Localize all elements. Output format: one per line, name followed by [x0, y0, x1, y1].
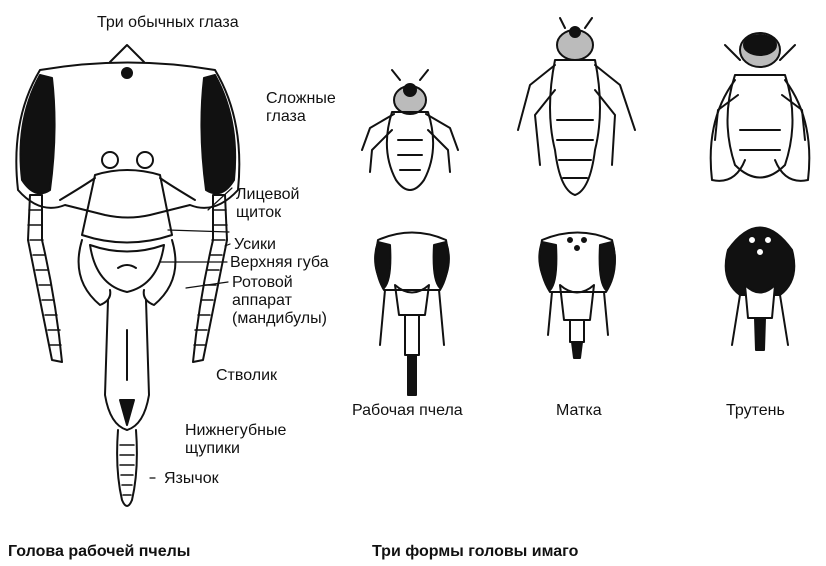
- drone-body-illustration: [711, 33, 810, 181]
- caption-worker-head: Голова рабочей пчелы: [8, 543, 190, 561]
- label-clypeus: Лицевой щиток: [236, 186, 316, 222]
- label-compound-eyes: Сложные глаза: [266, 90, 356, 126]
- label-mouthparts: Ротовой аппарат (мандибулы): [232, 274, 352, 328]
- label-tongue: Язычок: [164, 470, 219, 488]
- label-labrum: Верхняя губа: [230, 254, 329, 272]
- label-proboscis: Стволик: [216, 367, 277, 385]
- caste-queen: Матка: [556, 402, 602, 420]
- label-simple-eyes: Три обычных глаза: [97, 14, 239, 32]
- worker-body-illustration: [362, 70, 458, 190]
- worker-head-shape: [375, 233, 449, 396]
- label-antennae: Усики: [234, 236, 276, 254]
- caste-worker: Рабочая пчела: [352, 402, 463, 420]
- label-labial-palps: Нижнегубные щупики: [185, 422, 305, 458]
- queen-body-illustration: [518, 18, 635, 195]
- drone-head-shape: [726, 228, 795, 351]
- caste-drone: Трутень: [726, 402, 785, 420]
- caption-three-head-forms: Три формы головы имаго: [372, 543, 578, 561]
- queen-head-shape: [539, 233, 615, 359]
